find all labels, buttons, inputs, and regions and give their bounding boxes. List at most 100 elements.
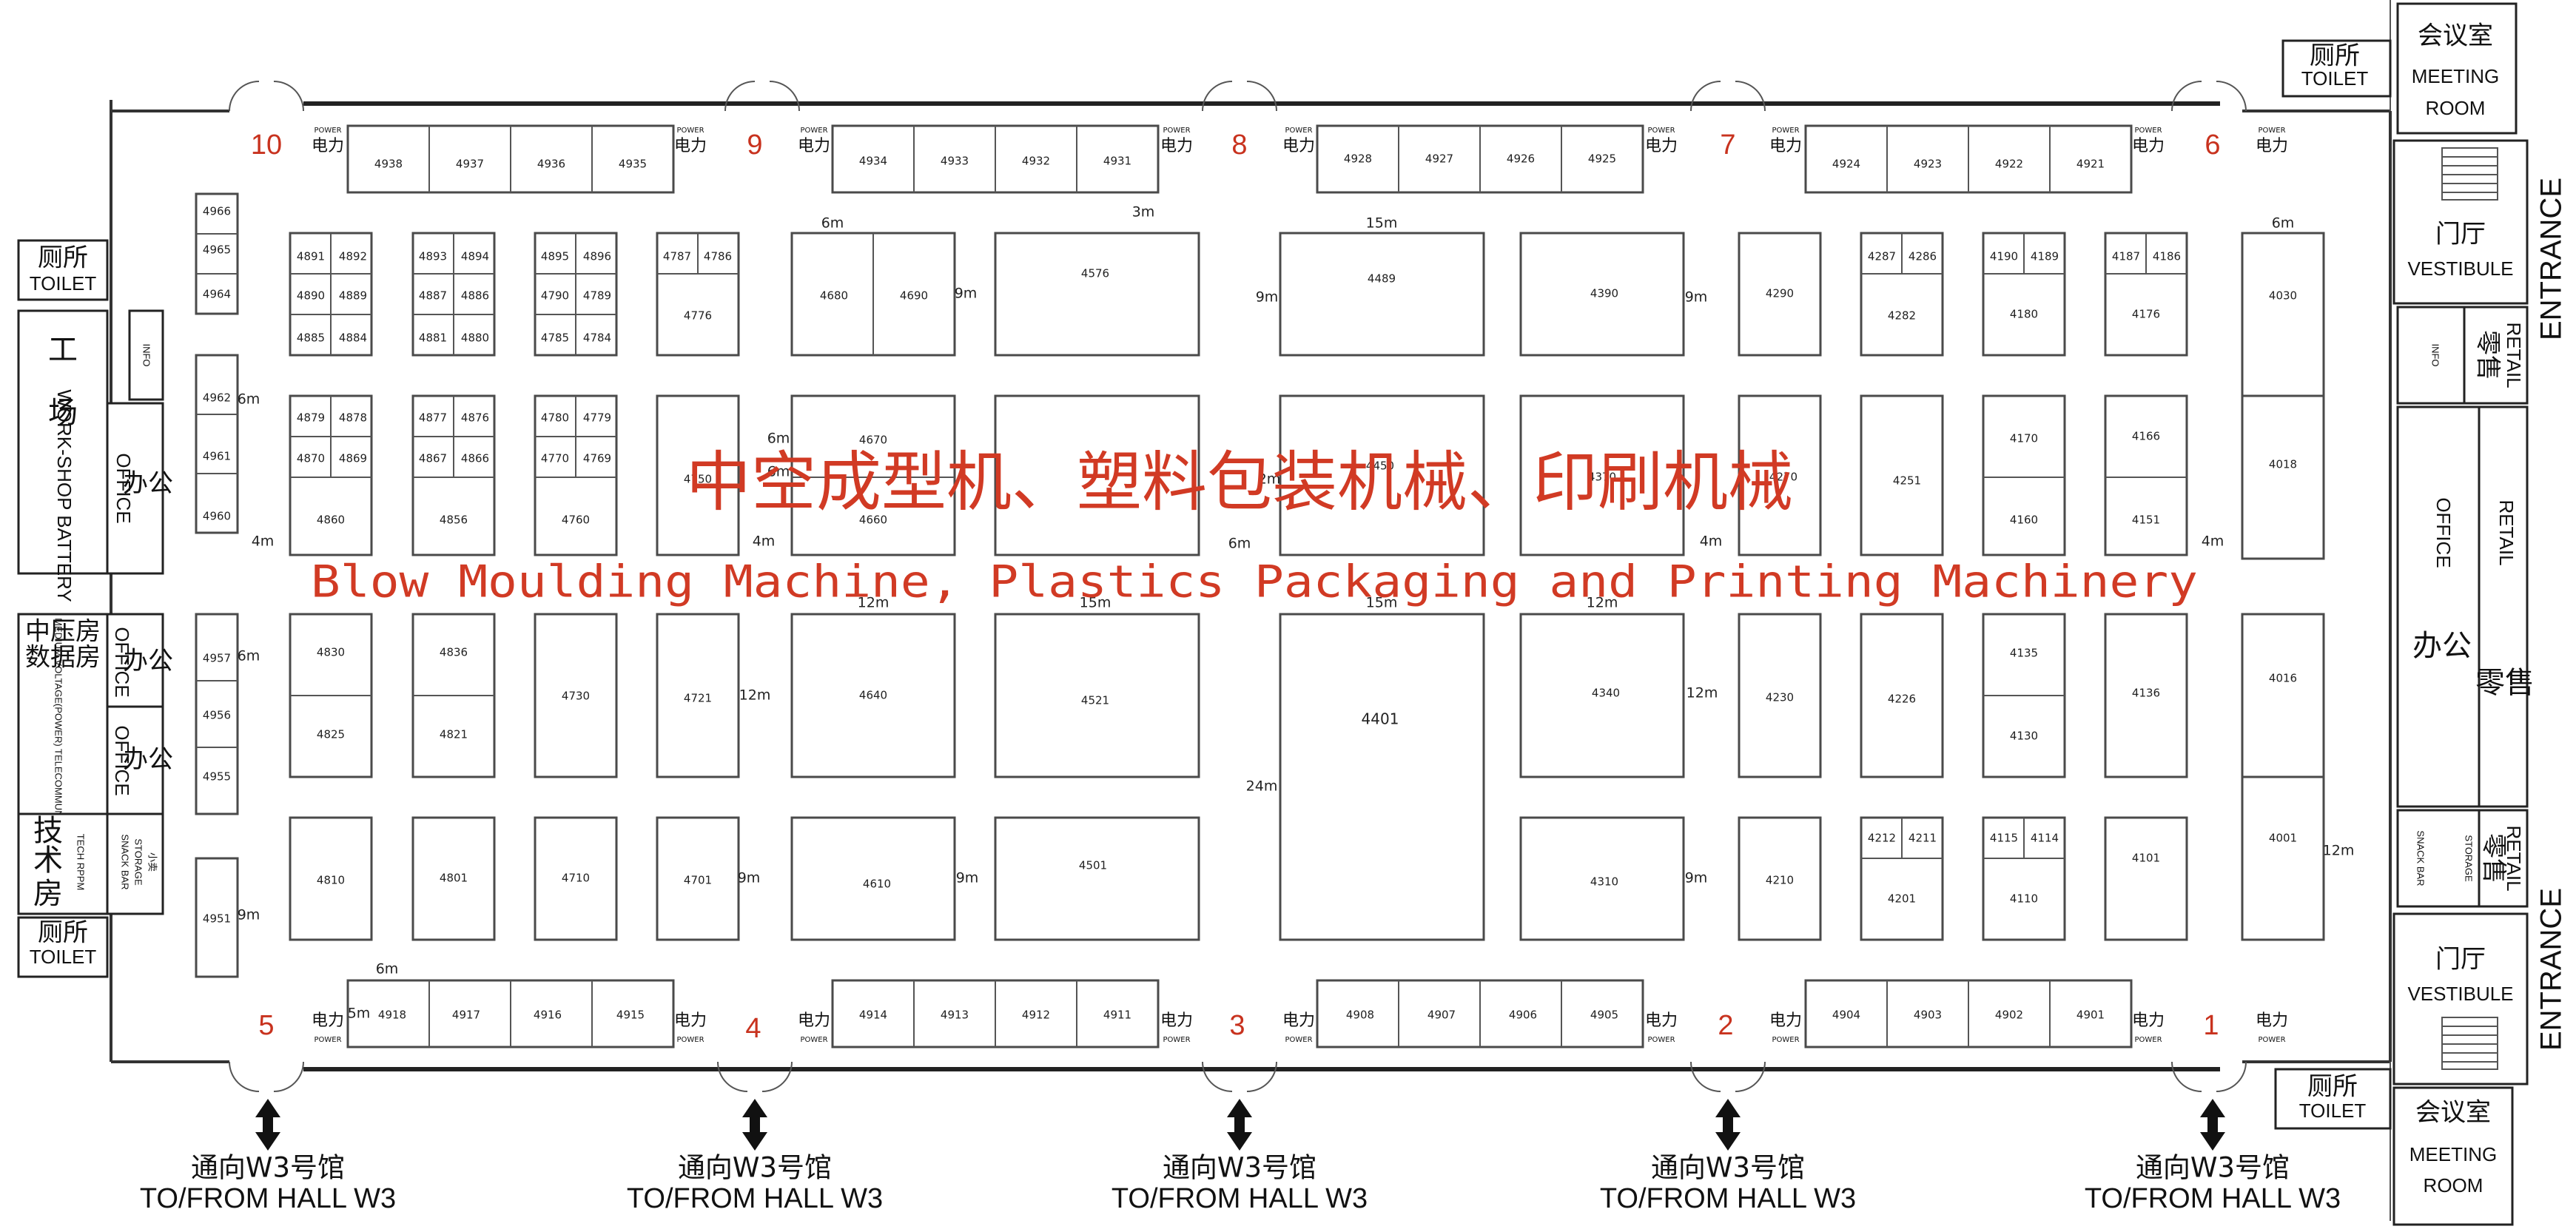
booth-number: 4170 bbox=[2010, 432, 2038, 445]
toilet-label-cn: 厕所 bbox=[38, 918, 88, 948]
booth-number: 4779 bbox=[583, 411, 611, 425]
booth-block-middle: 4680 4690 4576 4670 4660 4640 4521 4610 … bbox=[790, 232, 1822, 941]
booth-number: 4886 bbox=[461, 289, 489, 303]
arrow-up-down-icon bbox=[2200, 1099, 2225, 1151]
booth-number: 4869 bbox=[339, 452, 367, 465]
booth-number: 4830 bbox=[317, 646, 345, 659]
meeting-room-label-cn: 会议室 bbox=[2415, 1098, 2491, 1128]
svg-text:电力: 电力 bbox=[1282, 1011, 1315, 1030]
booth-number: 4501 bbox=[1079, 859, 1107, 872]
svg-text:电力: 电力 bbox=[1645, 1011, 1678, 1030]
booth-number: 4890 bbox=[297, 289, 325, 303]
dimension-label: 6m bbox=[821, 215, 844, 232]
booth-number: 4925 bbox=[1588, 152, 1616, 166]
svg-text:电力: 电力 bbox=[312, 1011, 344, 1030]
booth-number: 4901 bbox=[2076, 1009, 2105, 1022]
arrow-up-down-icon bbox=[742, 1099, 767, 1151]
booth-number: 4906 bbox=[1509, 1009, 1537, 1022]
door-number-bottom: 1 bbox=[2203, 1010, 2219, 1041]
booth-number: 4915 bbox=[616, 1009, 645, 1022]
dimension-label: 4m bbox=[1700, 533, 1723, 550]
svg-text:电力: 电力 bbox=[674, 1011, 707, 1030]
booth-number: 4960 bbox=[203, 510, 231, 523]
toilet-label-en: TOILET bbox=[30, 272, 97, 294]
svg-text:POWER: POWER bbox=[1647, 1036, 1675, 1044]
toilet-label-cn: 厕所 bbox=[2307, 1072, 2358, 1102]
dimension-label: 6m bbox=[376, 961, 399, 977]
arrow-up-down-icon bbox=[1227, 1099, 1252, 1151]
booth-number: 4904 bbox=[1832, 1009, 1860, 1022]
top-row-booths: 4938 4937 4936 4935 4934 4933 4932 4931 … bbox=[346, 124, 2133, 194]
dimension-label: 9m bbox=[1685, 870, 1708, 886]
door-numbers: 10 9 8 7 6 5 4 3 2 1 bbox=[251, 129, 2221, 1044]
booth-number: 4965 bbox=[203, 243, 231, 257]
booth-number: 4877 bbox=[419, 411, 447, 425]
booth-number: 4951 bbox=[203, 912, 231, 926]
retail-label-cn: 零售 bbox=[2479, 833, 2509, 883]
door-number-top: 7 bbox=[1720, 129, 1735, 161]
booth-number: 4521 bbox=[1081, 694, 1109, 707]
svg-text:POWER: POWER bbox=[1163, 1036, 1190, 1044]
booth-number: 4769 bbox=[583, 452, 611, 465]
dimension-label: 9m bbox=[738, 870, 761, 886]
booth-number: 4891 bbox=[297, 250, 325, 263]
office-label-cn: 办公 bbox=[123, 745, 173, 775]
booth-number: 4894 bbox=[461, 250, 489, 263]
right-facilities: 厕所 TOILET 会议室 MEETING ROOM 门厅 VESTIBULE … bbox=[2274, 2, 2568, 1226]
svg-text:POWER: POWER bbox=[676, 1036, 704, 1044]
booth-number: 4885 bbox=[297, 331, 325, 345]
dimension-label: 12m bbox=[1686, 685, 1718, 701]
office-label-en: OFFICE bbox=[2432, 497, 2455, 568]
booth-number: 4710 bbox=[562, 872, 590, 885]
door-swings bbox=[229, 81, 2247, 1092]
office-label-cn: 办公 bbox=[123, 647, 173, 676]
meeting-room-label-en: MEETING bbox=[2412, 65, 2499, 87]
route-label-en: TO/FROM HALL W3 bbox=[2085, 1183, 2341, 1214]
door-number-bottom: 3 bbox=[1229, 1010, 1245, 1041]
route-label-en: TO/FROM HALL W3 bbox=[140, 1183, 396, 1214]
dimension-label: 4m bbox=[2202, 533, 2224, 550]
booth-number: 4825 bbox=[317, 728, 345, 741]
retail-label-cn: 零售 bbox=[2473, 330, 2503, 380]
booth-number: 4866 bbox=[461, 452, 489, 465]
booth-number: 4270 bbox=[1769, 471, 1798, 484]
booth-number: 4690 bbox=[900, 289, 928, 303]
booth-number: 4784 bbox=[583, 331, 611, 345]
dimension-label: 12m bbox=[2323, 843, 2355, 859]
booth-number: 4780 bbox=[541, 411, 569, 425]
retail-label-en: RETAIL bbox=[2503, 322, 2525, 388]
dimension-label: 15m bbox=[1080, 595, 1112, 611]
svg-text:电力: 电力 bbox=[1769, 137, 1802, 155]
dimension-label: 4m bbox=[252, 533, 275, 550]
booth-number: 4903 bbox=[1914, 1009, 1942, 1022]
route-label-cn: 通向W3号馆 bbox=[191, 1152, 345, 1184]
booth-number: 4928 bbox=[1344, 152, 1372, 166]
booth-number: 4789 bbox=[583, 289, 611, 303]
booth-block-2: 4879 4878 4870 4869 4860 4877 4876 4867 … bbox=[289, 394, 740, 556]
info-label: INFO bbox=[141, 343, 152, 366]
svg-text:电力: 电力 bbox=[2132, 1011, 2165, 1030]
booth-number: 4286 bbox=[1909, 250, 1937, 263]
booth-number: 4151 bbox=[2132, 514, 2160, 527]
booth-number: 4884 bbox=[339, 331, 367, 345]
booth-block-3: 4830 4825 4836 4821 4730 4721 bbox=[289, 613, 740, 778]
booth-number: 4911 bbox=[1103, 1009, 1131, 1022]
booth-number: 4907 bbox=[1427, 1009, 1456, 1022]
booth-number: 4908 bbox=[1346, 1009, 1374, 1022]
booth-block-1: 4891 4892 4890 4889 4885 4884 4893 4894 … bbox=[289, 232, 740, 357]
dimension-label: 9m bbox=[955, 286, 978, 302]
svg-text:POWER: POWER bbox=[676, 127, 704, 135]
arrow-up-down-icon bbox=[255, 1099, 280, 1151]
route-label-en: TO/FROM HALL W3 bbox=[627, 1183, 883, 1214]
svg-text:POWER: POWER bbox=[1647, 127, 1675, 135]
dimension-label: 2m bbox=[1258, 471, 1281, 488]
booth-number: 4212 bbox=[1868, 832, 1896, 845]
booth-number: 4721 bbox=[684, 692, 712, 705]
booth-number: 4610 bbox=[863, 878, 891, 891]
dimension-label: 24m bbox=[1246, 778, 1278, 795]
